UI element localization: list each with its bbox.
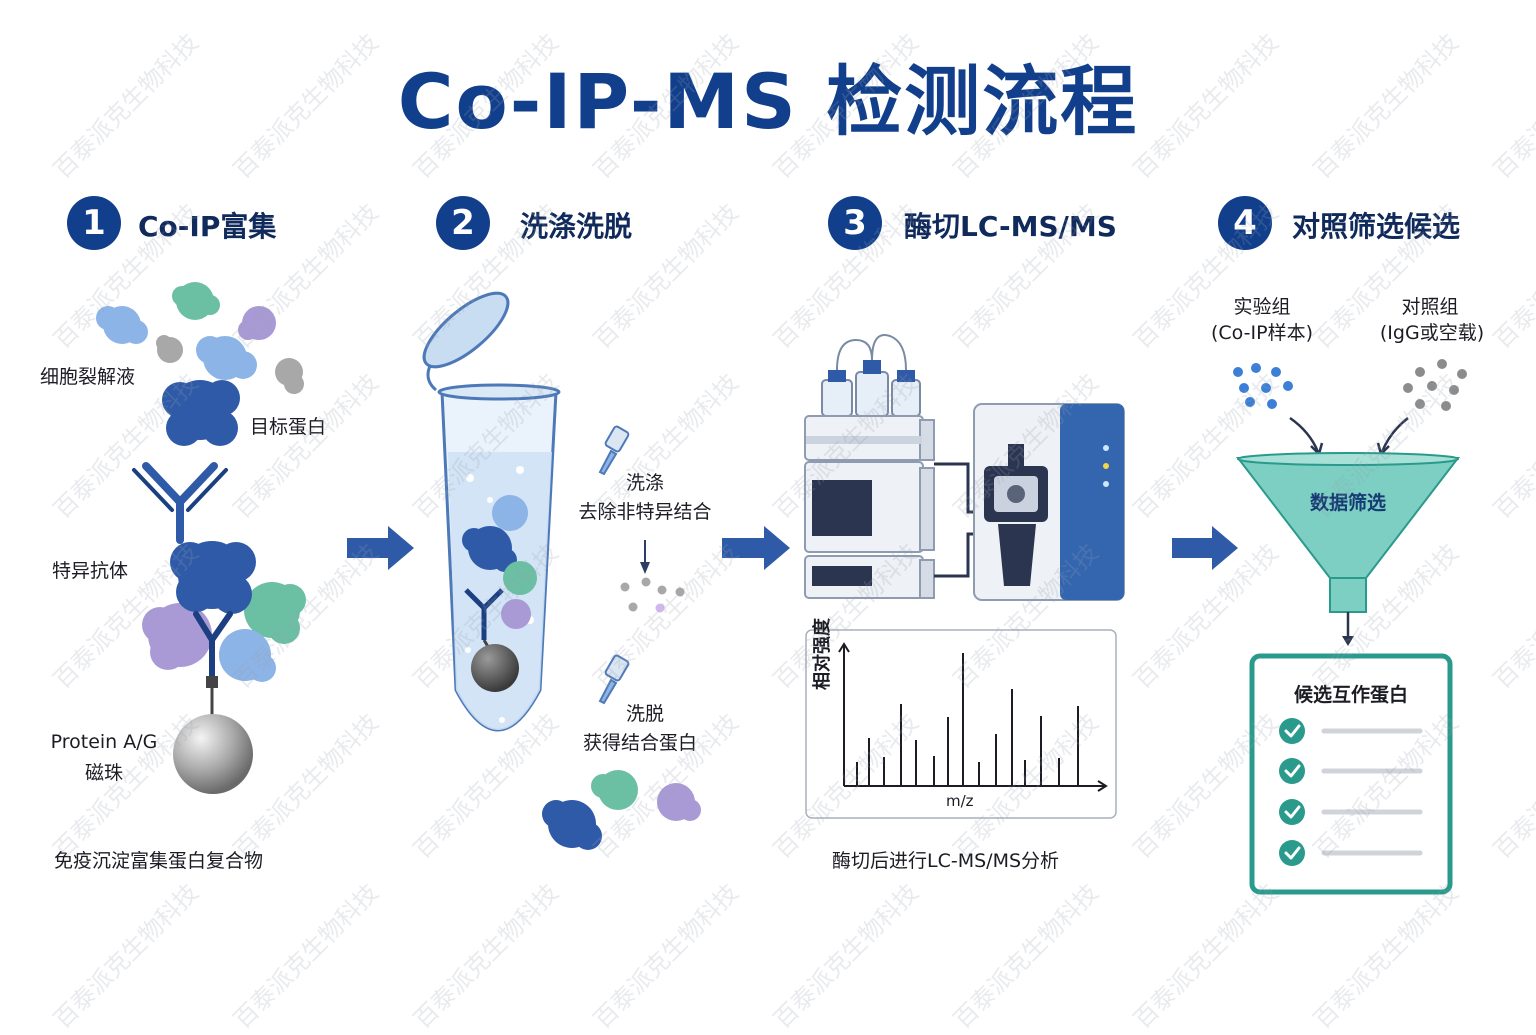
merge-arrows-icon xyxy=(1289,416,1409,457)
mass-spectrum-chart xyxy=(838,642,1108,792)
wash-title: 洗涤 xyxy=(625,472,664,494)
wash-description: 去除非特异结合 xyxy=(578,501,712,523)
target-protein-label: 目标蛋白 xyxy=(250,416,327,438)
bound-complex xyxy=(462,495,537,692)
lysate-label: 细胞裂解液 xyxy=(40,366,136,388)
step-1-caption: 免疫沉淀富集蛋白复合物 xyxy=(54,850,264,872)
arrow-right-icon xyxy=(1172,526,1238,570)
beads-label-line1: Protein A/G xyxy=(50,731,158,753)
step-2-number: 2 xyxy=(436,196,490,250)
mass-spectrometer xyxy=(973,403,1125,601)
arrow-right-icon xyxy=(347,526,414,570)
page-title: Co-IP-MS 检测流程 xyxy=(397,57,1139,146)
target-protein xyxy=(162,380,240,446)
step-4-number: 4 xyxy=(1218,196,1272,250)
candidate-list-title: 候选互作蛋白 xyxy=(1293,684,1408,706)
filter-funnel-icon xyxy=(1235,452,1461,646)
arrow-down-icon xyxy=(640,540,650,574)
beads-label-line2: 磁珠 xyxy=(84,762,123,784)
funnel-label: 数据筛选 xyxy=(1309,492,1386,514)
candidate-checklist xyxy=(1249,653,1453,895)
step-1-number: 1 xyxy=(67,196,121,250)
lysate-protein-blobs xyxy=(96,282,304,394)
elute-title: 洗脱 xyxy=(625,703,664,725)
arrow-right-icon xyxy=(722,526,790,570)
step-1-title: Co-IP富集 xyxy=(138,210,277,243)
eluted-proteins xyxy=(542,770,701,850)
experiment-dots xyxy=(1233,363,1293,409)
step-4-title: 对照筛选候选 xyxy=(1292,210,1461,243)
control-group-label: 对照组 xyxy=(1401,296,1459,318)
protein-complex xyxy=(142,541,306,682)
step-2-title: 洗涤洗脱 xyxy=(520,210,633,243)
antibody-bottom xyxy=(193,611,233,679)
wash-pipette-icon xyxy=(598,425,630,476)
lc-system xyxy=(804,415,935,599)
x-axis-label: m/z xyxy=(946,792,974,810)
experiment-group-label: 实验组 xyxy=(1233,296,1291,318)
elute-description: 获得结合蛋白 xyxy=(582,732,697,754)
control-dots xyxy=(1403,359,1467,411)
removed-particles xyxy=(620,577,685,613)
control-group-sublabel: (IgG或空载) xyxy=(1379,322,1485,344)
step-3-title: 酶切LC-MS/MS xyxy=(904,210,1117,243)
tube-cap-icon xyxy=(422,291,510,392)
antibody-label: 特异抗体 xyxy=(52,560,129,582)
elute-pipette-icon xyxy=(598,654,630,705)
experiment-group-sublabel: (Co-IP样本) xyxy=(1211,322,1313,344)
step-3-number: 3 xyxy=(828,196,882,250)
antibody-top xyxy=(132,462,228,544)
magnetic-bead xyxy=(173,676,253,794)
step-3-caption: 酶切后进行LC-MS/MS分析 xyxy=(832,850,1060,872)
